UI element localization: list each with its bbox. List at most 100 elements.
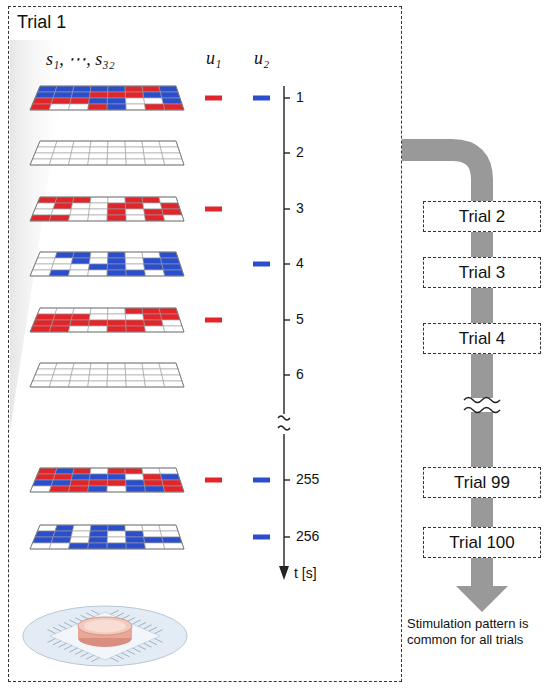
grid-cell [144,153,164,159]
grid-cell [89,209,108,215]
grid-cell [107,543,126,549]
grid-cell [125,531,143,537]
grid-outline [30,252,184,276]
grid-cell [126,381,146,387]
grid-cell [49,270,70,276]
chip-pad [59,625,67,629]
flow-arrowhead [456,586,508,612]
grid-cell [71,258,90,264]
grid-cell [142,86,160,92]
grid-cell [90,197,108,203]
grid-cell [89,314,107,320]
grid-cell [71,531,90,537]
grid-cell [160,92,180,98]
grid-cell [108,258,126,264]
note-text: Stimulation pattern is common for all tr… [407,616,549,649]
grid-cell [159,141,178,147]
grid-cell [107,98,126,104]
grid-cell [55,252,74,258]
chip-pad [86,613,94,617]
grid-cell [33,209,54,215]
grid-cell [126,537,145,543]
grid-cell [145,104,165,110]
grid-outline [30,308,184,332]
grid-outline [30,363,184,387]
grid-cell [108,147,126,153]
grid-cell [126,98,145,104]
time-tick: 4 [296,255,304,271]
grid-cell [71,92,90,98]
chip-pad [155,630,163,634]
grid-cell [71,147,90,153]
grid-cell [89,537,108,543]
grid-cell [51,98,71,104]
grid-cell [73,252,91,258]
grid-cell [144,537,164,543]
grid-cell [108,369,126,375]
u2-dash [253,262,270,267]
grid-cell [53,258,73,264]
chip-pad [116,655,124,659]
chip-pad [149,627,157,631]
grid-cell [160,474,180,480]
grid-cell [49,326,70,332]
grid-cell [107,215,126,221]
chip-pad [48,630,56,634]
time-tick: 1 [296,89,304,105]
grid-cell [163,486,184,492]
grid-cell [143,147,162,153]
time-axis [278,86,290,566]
grid-cell [162,480,182,486]
grid-cell [145,486,165,492]
chip-pad [133,620,141,624]
grid-cell [126,320,145,326]
grid-cell [73,197,91,203]
grid-cell [107,270,126,276]
flow-band [471,288,493,323]
u2-dash [253,535,270,540]
grid-cell [126,326,146,332]
grid-cell [144,264,164,270]
band-break-gap [464,398,500,412]
flow-band [402,150,482,201]
grid-cell [125,474,143,480]
grid-cell [38,525,58,531]
grid-cell [126,480,145,486]
grid-cell [55,86,74,92]
grid-cell [69,381,89,387]
grid-cell [107,326,126,332]
grid-cell [88,486,108,492]
grid-cell [33,264,54,270]
grid-cell [51,209,71,215]
grid-cell [126,153,145,159]
grid-cell [90,363,108,369]
chip-pad [53,641,61,645]
grid-cell [38,468,58,474]
grid-cell [142,363,160,369]
grid-cell [53,147,73,153]
grid-cell [163,104,184,110]
grid-cell [159,363,178,369]
grid-cell [70,320,90,326]
grid-cell [73,468,91,474]
chip-pad [81,615,89,619]
grid-cell [125,147,143,153]
grid-cell [49,486,70,492]
grid-cell [107,320,126,326]
trial-box: Trial 99 [423,467,541,498]
grid-cell [88,159,108,165]
grid-cell [160,369,180,375]
grid-cell [33,153,54,159]
signal-name: u₂ [254,48,269,69]
time-tick: 6 [296,366,304,382]
grid-cell [108,203,126,209]
grid-cell [126,159,146,165]
grid-cell [125,92,143,98]
input-dashes [205,96,270,540]
chip-pad [92,658,100,662]
grid-cell [33,320,54,326]
grid-cell [35,474,55,480]
grid-cell [33,375,54,381]
grid-cell [89,375,108,381]
grid-cell [159,86,178,92]
